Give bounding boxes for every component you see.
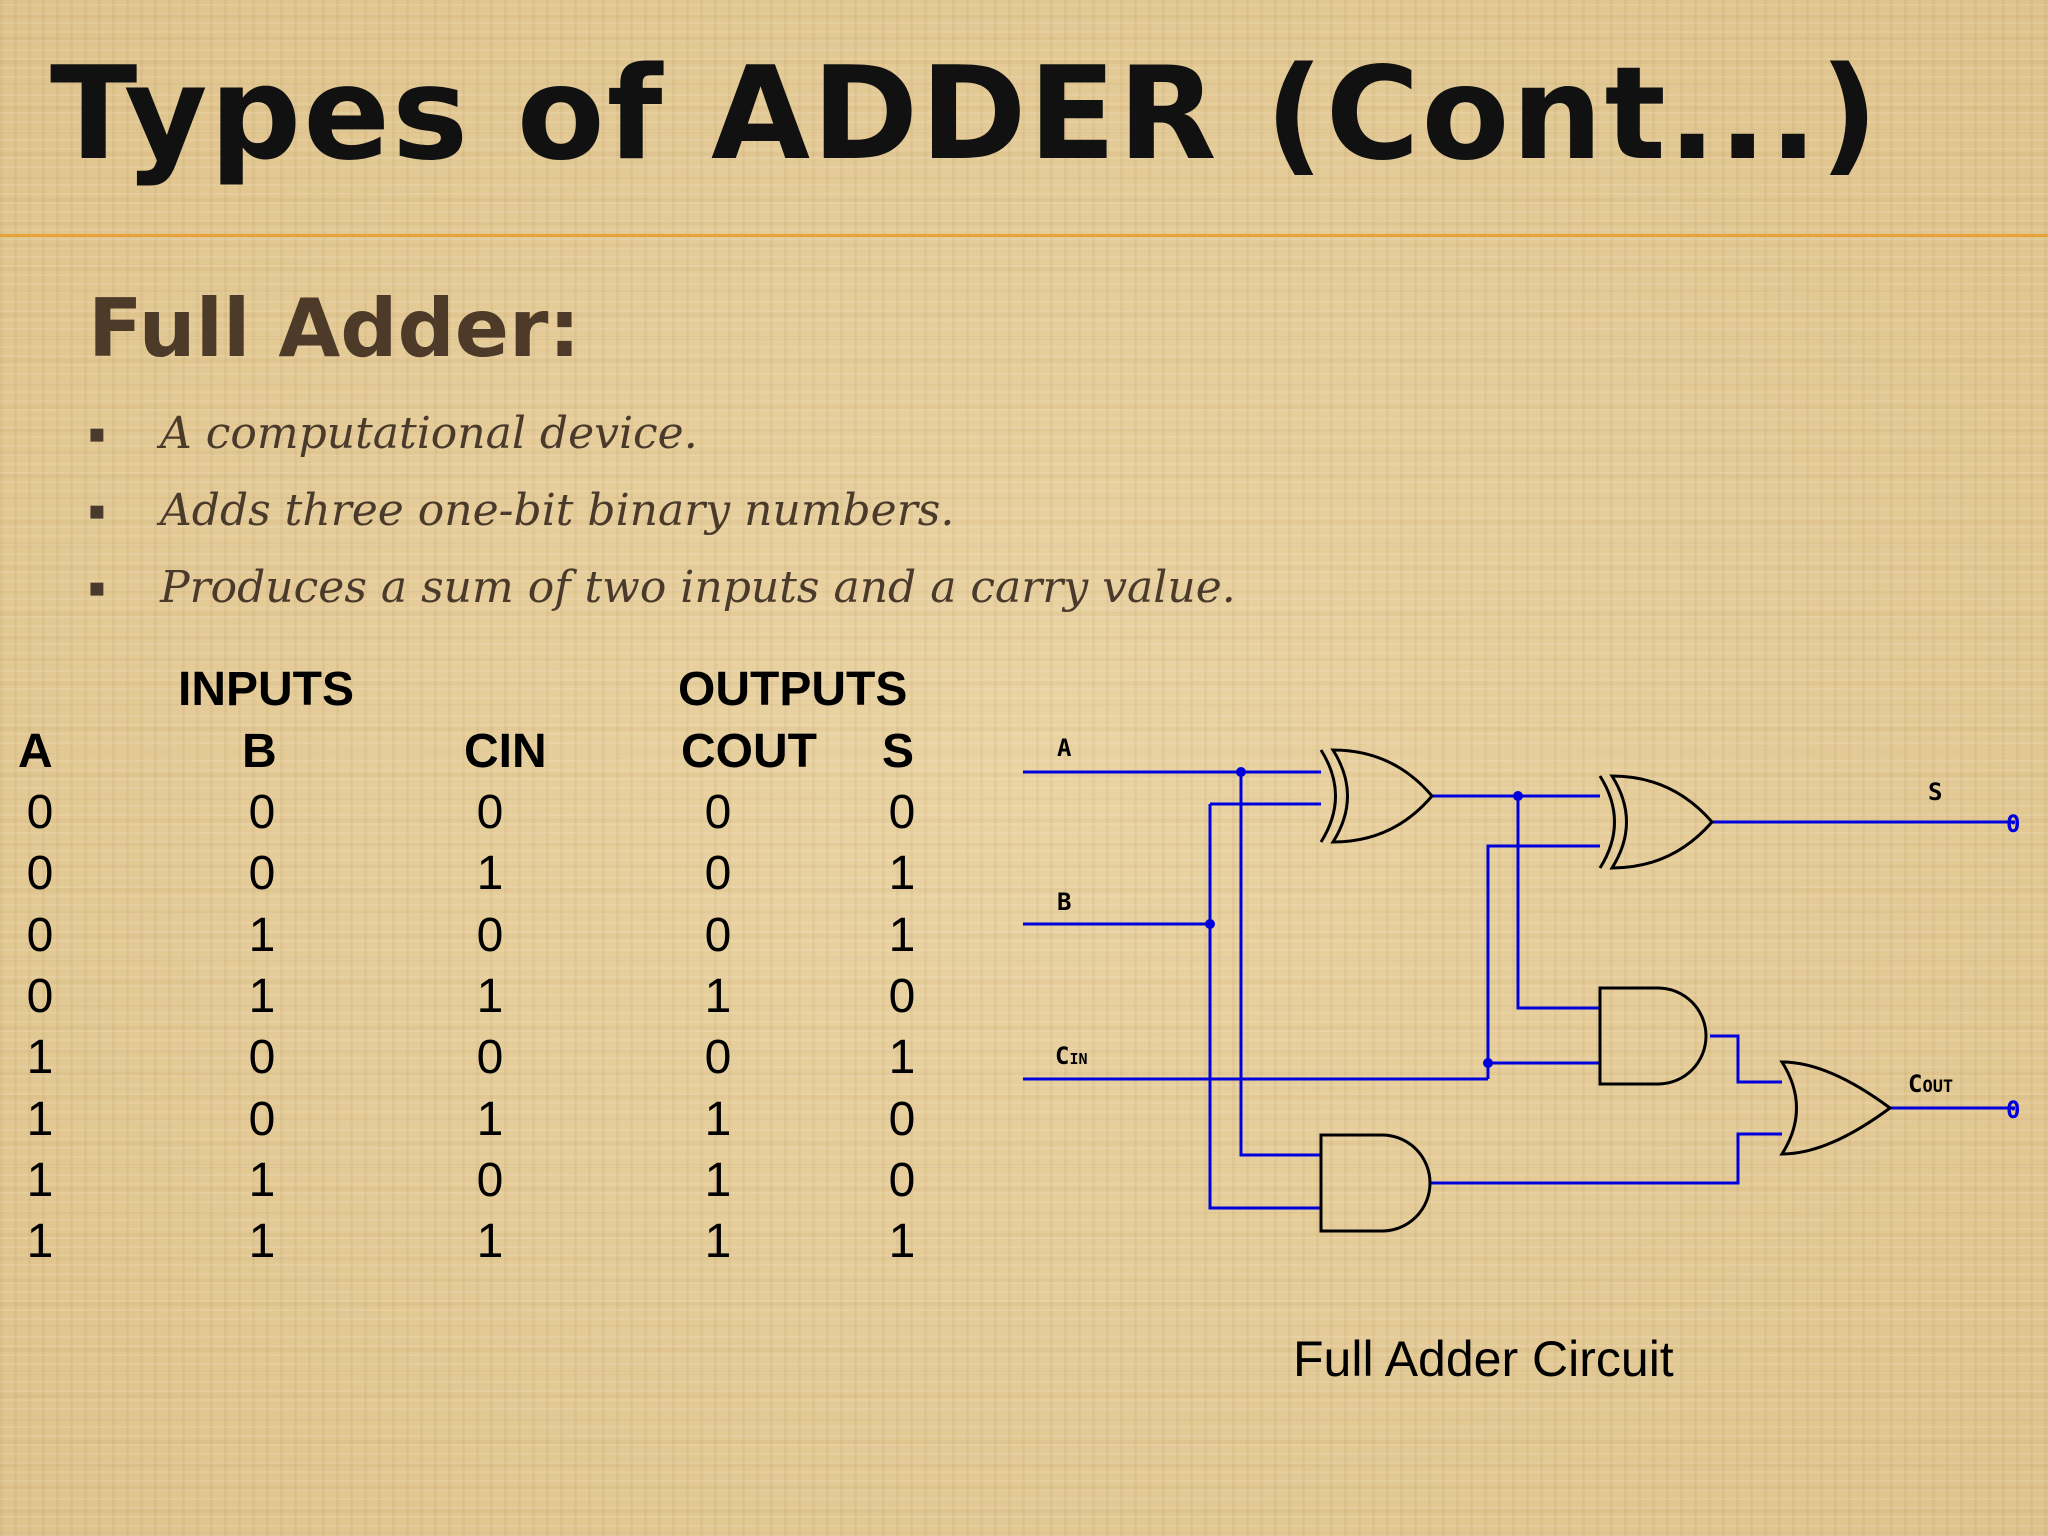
wire-cin-to-xor2 [1486, 844, 1600, 1079]
bullet-text: Adds three one-bit binary numbers. [160, 485, 955, 536]
table-cell: 0 [888, 1154, 916, 1207]
table-cell: 0 [704, 1031, 732, 1084]
table-cell: 0 [888, 970, 916, 1023]
table-cell: 0 [248, 786, 276, 839]
table-cell: 1 [888, 1215, 916, 1268]
or-gate [1779, 1060, 1893, 1156]
table-cell: 0 [476, 1031, 504, 1084]
table-cell: 1 [476, 1093, 504, 1146]
title-divider [0, 234, 2048, 237]
table-cell: 0 [704, 786, 732, 839]
table-cell: 0 [26, 847, 54, 900]
table-cell: 1 [248, 909, 276, 962]
junction-dot [1513, 791, 1523, 801]
junction-dot [1205, 919, 1215, 929]
table-cell: 1 [476, 847, 504, 900]
wire-b-trunk [1208, 804, 1321, 1210]
table-cell: 1 [888, 1031, 916, 1084]
bullet-marker: ▪ [88, 495, 106, 526]
table-cell: 0 [248, 847, 276, 900]
table-cell: 0 [704, 909, 732, 962]
circuit-wires [1023, 770, 2015, 1210]
table-cell: 0 [476, 909, 504, 962]
inputs-group-header: INPUTS [178, 663, 355, 716]
bullet-list: ▪ A computational device. ▪ Adds three one… [88, 395, 1236, 626]
table-cell: 1 [476, 970, 504, 1023]
slide-title: Types of ADDER (Cont...) [50, 40, 1881, 189]
junction-dot [1236, 767, 1246, 777]
label-a: A [1057, 734, 1072, 762]
table-cell: 1 [26, 1215, 54, 1268]
table-cell: 0 [26, 970, 54, 1023]
table-cell: 1 [888, 909, 916, 962]
bullet-item: ▪ Adds three one-bit binary numbers. [88, 472, 1236, 549]
bullet-marker: ▪ [88, 572, 106, 603]
junction-dot [1483, 1058, 1493, 1068]
wire-and1-out [1710, 1034, 1782, 1084]
and-gate-1 [1598, 986, 1708, 1086]
label-cout: COUT [1908, 1070, 1953, 1098]
table-cell: 0 [476, 786, 504, 839]
xor-gate-2 [1598, 774, 1714, 870]
output-s-value: 0 [2006, 810, 2020, 838]
table-cell: 0 [476, 1154, 504, 1207]
table-cell: 1 [26, 1154, 54, 1207]
table-cell: 0 [26, 786, 54, 839]
section-heading: Full Adder: [88, 282, 581, 375]
wire-a-to-and2 [1239, 772, 1321, 1157]
full-adder-circuit-diagram: A B CIN S COUT 0 0 [1023, 734, 2020, 1233]
column-header-cout: COUT [681, 725, 817, 778]
circuit-labels: A B CIN S COUT 0 0 [1055, 734, 2020, 1124]
table-cell: 0 [248, 1093, 276, 1146]
table-cell: 1 [248, 970, 276, 1023]
table-cell: 1 [888, 847, 916, 900]
bullet-text: A computational device. [160, 408, 698, 459]
table-cell: 1 [26, 1031, 54, 1084]
column-header-s: S [882, 725, 915, 778]
column-header-b: B [242, 725, 277, 778]
output-cout-value: 0 [2006, 1096, 2020, 1124]
bullet-item: ▪ A computational device. [88, 395, 1236, 472]
table-cell: 1 [26, 1093, 54, 1146]
table-cell: 0 [704, 847, 732, 900]
table-cell: 0 [888, 786, 916, 839]
bullet-item: ▪ Produces a sum of two inputs and a carr… [88, 549, 1236, 626]
label-s: S [1928, 778, 1942, 806]
xor-gate-1 [1319, 748, 1434, 844]
table-cell: 1 [248, 1154, 276, 1207]
table-cell: 1 [704, 1154, 732, 1207]
label-cin: CIN [1055, 1042, 1088, 1070]
column-header-a: A [18, 725, 53, 778]
wire-junctions [1205, 767, 1523, 1068]
table-cell: 1 [248, 1215, 276, 1268]
table-cell: 1 [704, 970, 732, 1023]
bullet-marker: ▪ [88, 418, 106, 449]
logic-gates [1319, 748, 1893, 1233]
column-header-cin: CIN [464, 725, 547, 778]
bullet-text: Produces a sum of two inputs and a carry… [160, 562, 1236, 613]
table-cell: 1 [704, 1215, 732, 1268]
label-b: B [1057, 888, 1071, 916]
and-gate-2 [1319, 1133, 1432, 1233]
table-cell: 0 [248, 1031, 276, 1084]
table-cell: 0 [26, 909, 54, 962]
figure-caption: Full Adder Circuit [1293, 1331, 1674, 1387]
outputs-group-header: OUTPUTS [678, 663, 908, 716]
wire-xor1-to-and1 [1516, 796, 1600, 1010]
table-cell: 1 [704, 1093, 732, 1146]
table-cell: 1 [476, 1215, 504, 1268]
wire-and2-out [1430, 1132, 1782, 1185]
table-cell: 0 [888, 1093, 916, 1146]
